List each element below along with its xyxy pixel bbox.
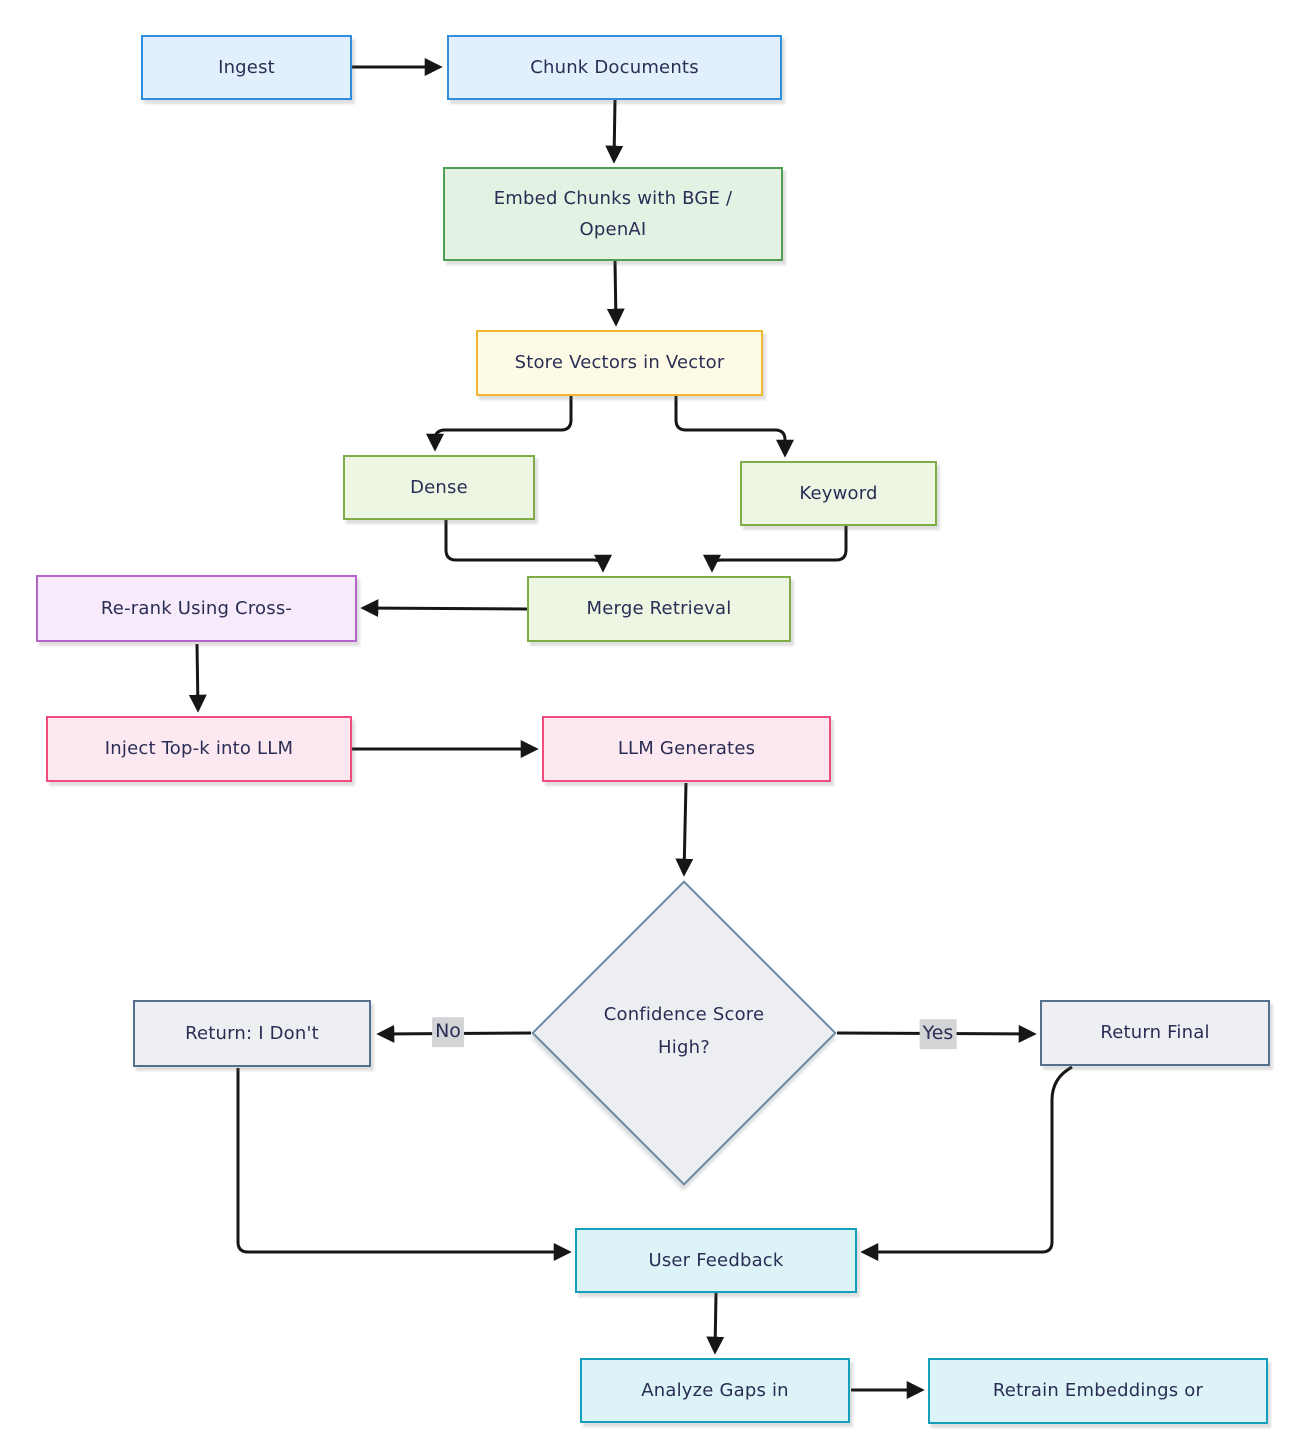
edge-embed-store — [606, 260, 625, 327]
node-return-final-label: Return Final — [1100, 1022, 1210, 1044]
node-llm-generates: LLM Generates — [542, 716, 831, 782]
edge-label-yes: Yes — [919, 1019, 957, 1049]
edge-keyword-merge — [703, 526, 848, 573]
node-user-feedback-label: User Feedback — [648, 1249, 784, 1271]
node-dense-label: Dense — [410, 476, 468, 498]
edge-chunk-embed — [605, 99, 624, 164]
node-user-feedback: User Feedback — [575, 1228, 857, 1293]
decision-diamond-text: Confidence Score High? — [603, 1004, 765, 1059]
node-chunk-documents: Chunk Documents — [447, 35, 782, 100]
node-return-final: Return Final — [1040, 1000, 1270, 1066]
edge-returnfinal-feedback — [860, 1065, 1073, 1261]
node-analyze-gaps-label: Analyze Gaps in — [641, 1379, 789, 1401]
node-chunk-documents-label: Chunk Documents — [530, 56, 699, 78]
edge-rerank-inject — [188, 643, 207, 713]
node-llm-generates-label: LLM Generates — [617, 738, 756, 760]
node-inject-topk-label: Inject Top-k into LLM — [104, 738, 294, 760]
node-keyword-label: Keyword — [799, 482, 878, 504]
node-store-vectors: Store Vectors in Vector — [476, 330, 763, 396]
node-analyze-gaps: Analyze Gaps in — [580, 1358, 850, 1423]
node-store-vectors-label: Store Vectors in Vector — [514, 352, 725, 374]
node-retrain-embeddings: Retrain Embeddings or — [928, 1358, 1268, 1424]
edge-store-keyword — [674, 396, 794, 458]
node-dense: Dense — [343, 455, 535, 520]
decision-diamond-label: Confidence Score High? — [574, 998, 794, 1065]
node-merge-retrieval-label: Merge Retrieval — [586, 598, 732, 620]
node-embed-chunks: Embed Chunks with BGE / OpenAI — [443, 167, 783, 261]
edge-merge-rerank — [360, 599, 528, 618]
node-embed-chunks-label: Embed Chunks with BGE / OpenAI — [493, 187, 733, 241]
node-return-idk-label: Return: I Don't — [185, 1022, 319, 1044]
node-inject-topk: Inject Top-k into LLM — [46, 716, 352, 782]
node-rerank-label: Re-rank Using Cross- — [100, 597, 293, 619]
node-retrain-embeddings-label: Retrain Embeddings or — [992, 1380, 1204, 1402]
node-keyword: Keyword — [740, 461, 937, 526]
edge-label-no: No — [432, 1017, 464, 1047]
edge-store-dense — [426, 396, 573, 452]
node-rerank: Re-rank Using Cross- — [36, 575, 357, 642]
node-ingest-label: Ingest — [218, 56, 275, 78]
node-merge-retrieval: Merge Retrieval — [527, 576, 791, 642]
edge-dense-merge — [444, 520, 612, 573]
node-return-idk: Return: I Don't — [133, 1000, 371, 1067]
edge-llm-confidence — [675, 782, 694, 877]
edge-returnidk-feedback — [236, 1068, 572, 1261]
edge-feedback-analyze — [706, 1292, 725, 1355]
node-ingest: Ingest — [141, 35, 352, 100]
